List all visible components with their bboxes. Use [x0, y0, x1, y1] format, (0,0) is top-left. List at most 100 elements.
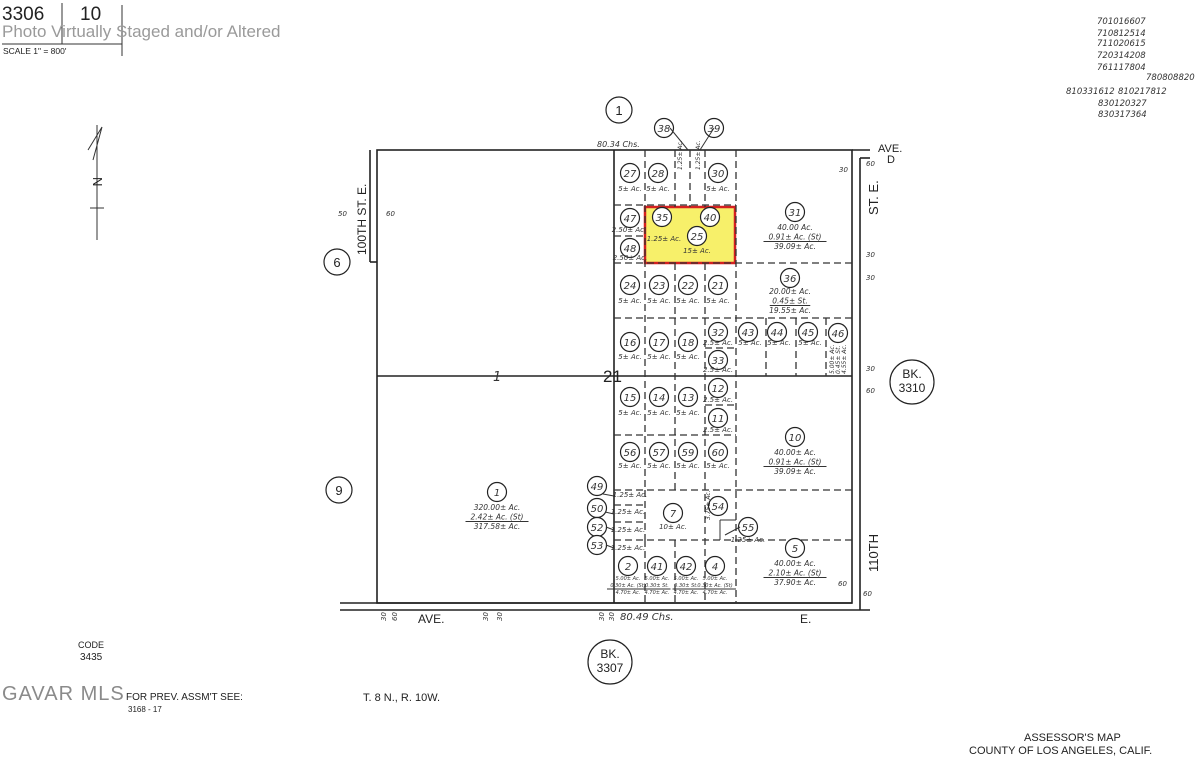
parcel-39[interactable]: 391.25± Ac. [695, 117, 725, 171]
parcel-42[interactable]: 425.00± Ac.0.30± St.4.70± Ac. [672, 555, 700, 597]
bottom-ave-letter: E. [800, 612, 811, 626]
map-footer: CODE 3435 FOR PREV. ASSM'T SEE: 3168 - 1… [78, 640, 1152, 757]
parcel-number: 43 [742, 328, 755, 339]
parcel-area: 5± Ac. [676, 409, 699, 417]
parcel-number: 24 [624, 281, 637, 292]
parcel-number: 45 [802, 328, 815, 339]
adjacent-references: 1 6 9 BK. 3310 BK. 3307 [323, 96, 935, 685]
parcel-area: 5± Ac. [618, 409, 641, 417]
parcel-number: 54 [712, 502, 725, 513]
parcel-30[interactable]: 305± Ac. [706, 162, 730, 194]
bottom-ave-label: AVE. [418, 612, 444, 626]
parcel-57[interactable]: 575± Ac. [647, 441, 671, 471]
parcel-number-circle [677, 441, 699, 463]
revision-code: 720314208 [1097, 51, 1146, 61]
parcel-number: 25 [691, 232, 704, 243]
parcel-area: 5± Ac. [676, 462, 699, 470]
parcel-number: 42 [680, 562, 693, 573]
parcel-number-circle [647, 162, 669, 184]
parcel-number-circle [707, 407, 729, 429]
parcel-41[interactable]: 415.00± Ac.0.30± St.4.70± Ac. [643, 555, 671, 597]
parcel-46[interactable]: 465.00± Ac.0.45± St.4.55± Ac. [827, 322, 849, 375]
parcel-area: 1.25± Ac. [677, 140, 684, 170]
parcel-11[interactable]: 112.5± Ac. [703, 407, 733, 435]
parcel-number: 49 [591, 482, 604, 493]
parcel-24[interactable]: 245± Ac. [618, 274, 642, 306]
parcel-44[interactable]: 445± Ac. [766, 321, 791, 348]
dimension-mark: 30 [866, 251, 875, 259]
parcel-number-circle [737, 321, 759, 343]
parcel-35[interactable]: 351.25± Ac. [647, 206, 682, 244]
parcel-12[interactable]: 122.5± Ac. [703, 377, 733, 405]
parcel-13[interactable]: 135± Ac. [676, 386, 700, 418]
parcel-17[interactable]: 175± Ac. [647, 331, 671, 362]
parcel-number: 55 [742, 523, 755, 534]
parcel-56[interactable]: 565± Ac. [618, 441, 642, 471]
parcel-number-circle [686, 225, 708, 247]
parcel-28[interactable]: 285± Ac. [646, 162, 670, 194]
parcel-15[interactable]: 155± Ac. [618, 386, 642, 418]
section-boundaries [340, 149, 870, 611]
parcel-number: 30 [712, 169, 725, 180]
parcel-area: 2.5± Ac. [703, 426, 733, 434]
parcel-area: 4.70± Ac. [645, 590, 670, 596]
parcel-number-circle [675, 555, 697, 577]
parcel-number-circle [737, 516, 759, 538]
parcel-49[interactable]: 491.25± Ac. [586, 475, 648, 500]
parcel-area: 5.00± Ac. [703, 576, 728, 582]
parcel-21[interactable]: 215± Ac. [706, 274, 730, 306]
parcel-number: 57 [653, 448, 666, 459]
parcel-38[interactable]: 381.25± Ac. [653, 117, 685, 171]
parcel-number-circle [707, 349, 729, 371]
parcel-60[interactable]: 605± Ac. [706, 441, 730, 471]
code-value: 3435 [80, 652, 103, 663]
adjacent-left-upper: 6 [333, 255, 340, 270]
parcel-48[interactable]: 482.50± Ac. [613, 237, 648, 263]
parcel-number-circle [699, 206, 721, 228]
parcel-area: 0.45± St. [835, 346, 842, 374]
parcel-45[interactable]: 455± Ac. [797, 321, 822, 348]
parcel-22[interactable]: 225± Ac. [676, 274, 700, 306]
parcel-59[interactable]: 595± Ac. [676, 441, 700, 471]
parcel-2[interactable]: 25.00± Ac.0.30± Ac. (St)4.70± Ac. [607, 555, 649, 597]
parcel-55[interactable]: 551.25± Ac. [731, 516, 766, 545]
dimension-mark: 30 [598, 612, 606, 621]
parcel-40[interactable]: 40 [699, 206, 721, 228]
parcel-number-circle [707, 441, 729, 463]
parcel-23[interactable]: 235± Ac. [647, 274, 671, 306]
parcel-33[interactable]: 332.5± Ac. [703, 349, 733, 375]
parcel-14[interactable]: 145± Ac. [647, 386, 671, 418]
parcel-7[interactable]: 710± Ac. [659, 502, 687, 532]
leader-line [605, 526, 615, 531]
parcel-area: 5± Ac. [676, 353, 699, 361]
parcel-5[interactable]: 540.00± Ac.2.10± Ac. (St)37.90± Ac. [763, 537, 827, 588]
adjacent-right-book-label: BK. [902, 367, 921, 381]
parcel-47[interactable]: 472.50± Ac. [612, 207, 647, 235]
parcel-lines [614, 150, 852, 603]
dimension-mark: 50 [338, 210, 347, 218]
parcel-number: 2 [625, 562, 631, 573]
parcel-32[interactable]: 322.5± Ac. [703, 321, 733, 348]
parcel-number-circle [704, 555, 726, 577]
adjacent-right-book-number: 3310 [899, 381, 926, 395]
parcel-54[interactable]: 543.75± Ac. [705, 490, 729, 520]
parcel-number: 48 [624, 244, 637, 255]
right-street-label: ST. E. [866, 180, 881, 215]
parcel-area: 0.30± St. [674, 583, 698, 589]
parcel-27[interactable]: 275± Ac. [618, 162, 642, 194]
parcel-16[interactable]: 165± Ac. [618, 331, 642, 362]
parcel-area: 1.25± Ac. [611, 508, 646, 516]
parcel-4[interactable]: 45.00± Ac.0.30± Ac. (St)4.70± Ac. [694, 555, 736, 597]
parcel-43[interactable]: 435± Ac. [737, 321, 762, 348]
parcel-number-circle [648, 441, 670, 463]
parcel-18[interactable]: 185± Ac. [676, 331, 700, 362]
